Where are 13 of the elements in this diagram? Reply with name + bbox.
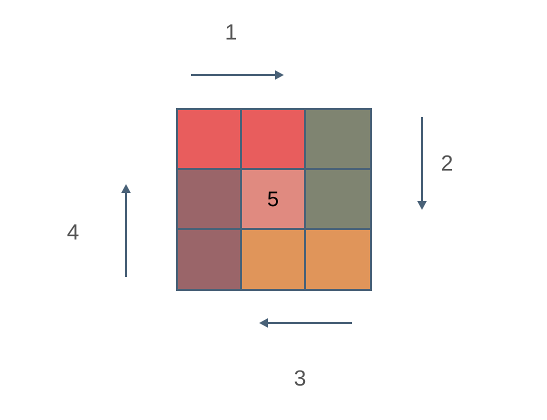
step-number: 1 — [226, 24, 236, 40]
grid-cell — [176, 168, 242, 230]
step-number: 3 — [294, 370, 306, 386]
grid-cell — [176, 108, 242, 170]
grid-cell — [304, 168, 372, 230]
grid-cell — [240, 108, 306, 170]
step-number: 4 — [67, 224, 78, 240]
grid-cell — [304, 108, 372, 170]
grid-cell — [304, 228, 372, 291]
grid-cell — [240, 228, 306, 291]
grid-cell — [176, 228, 242, 291]
grid-cell: 5 — [240, 168, 306, 230]
step-number: 2 — [442, 155, 452, 171]
